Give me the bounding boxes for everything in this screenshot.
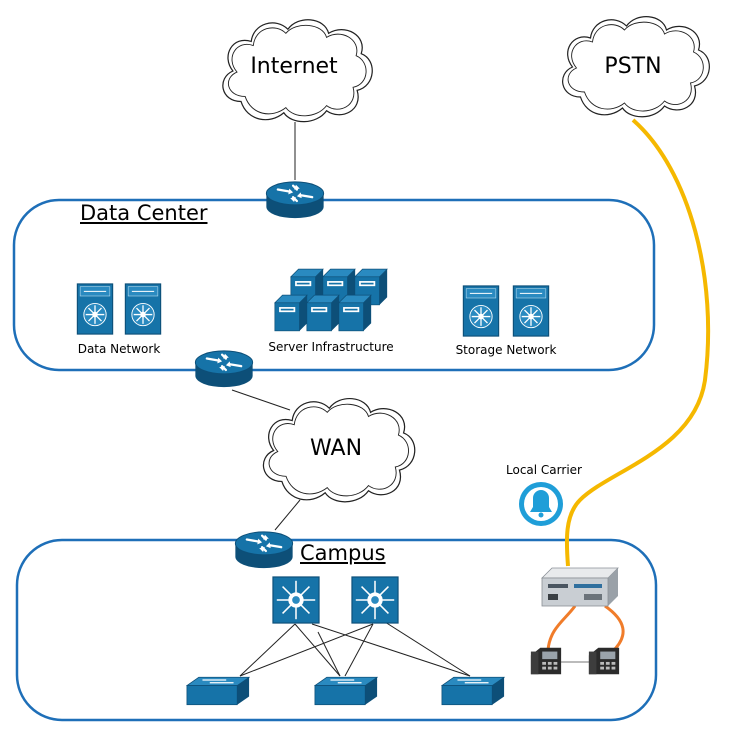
server-infrastructure-label: Server Infrastructure — [268, 340, 394, 354]
wan-cloud-label: WAN — [309, 436, 363, 461]
pstn-cloud-label: PSTN — [604, 54, 662, 79]
internet-cloud-label: Internet — [250, 54, 338, 79]
access-switch-icon[interactable] — [441, 676, 505, 706]
network-links — [231, 122, 471, 677]
ip-phone-icon[interactable] — [530, 647, 562, 675]
carrier-bell-icon[interactable] — [519, 482, 563, 526]
storage-network-switch-icon[interactable] — [512, 285, 550, 337]
core-layer3-switch-icon[interactable] — [272, 576, 320, 624]
phone-links — [546, 604, 625, 654]
data-center-zone — [12, 198, 656, 372]
pstn-trunk-link — [564, 118, 711, 567]
internet-edge-router-icon[interactable] — [265, 180, 325, 220]
storage-network-label: Storage Network — [455, 343, 557, 357]
data-network-switch-icon[interactable] — [124, 283, 162, 335]
core-layer3-switch-icon[interactable] — [351, 576, 399, 624]
ip-phone-icon[interactable] — [588, 647, 620, 675]
data-center-label: Data Center — [80, 201, 208, 225]
campus-zone — [15, 538, 658, 722]
access-switch-icon[interactable] — [314, 676, 378, 706]
server-cluster-icon[interactable] — [274, 268, 388, 332]
local-carrier-label: Local Carrier — [506, 463, 582, 477]
access-switch-icon[interactable] — [186, 676, 250, 706]
campus-wan-router-icon[interactable] — [234, 530, 294, 570]
campus-label: Campus — [300, 541, 386, 565]
data-network-label: Data Network — [77, 342, 161, 356]
data-network-switch-icon[interactable] — [76, 283, 114, 335]
data-center-wan-router-icon[interactable] — [194, 349, 254, 389]
storage-network-switch-icon[interactable] — [462, 285, 500, 337]
voice-gateway-icon[interactable] — [541, 567, 619, 607]
